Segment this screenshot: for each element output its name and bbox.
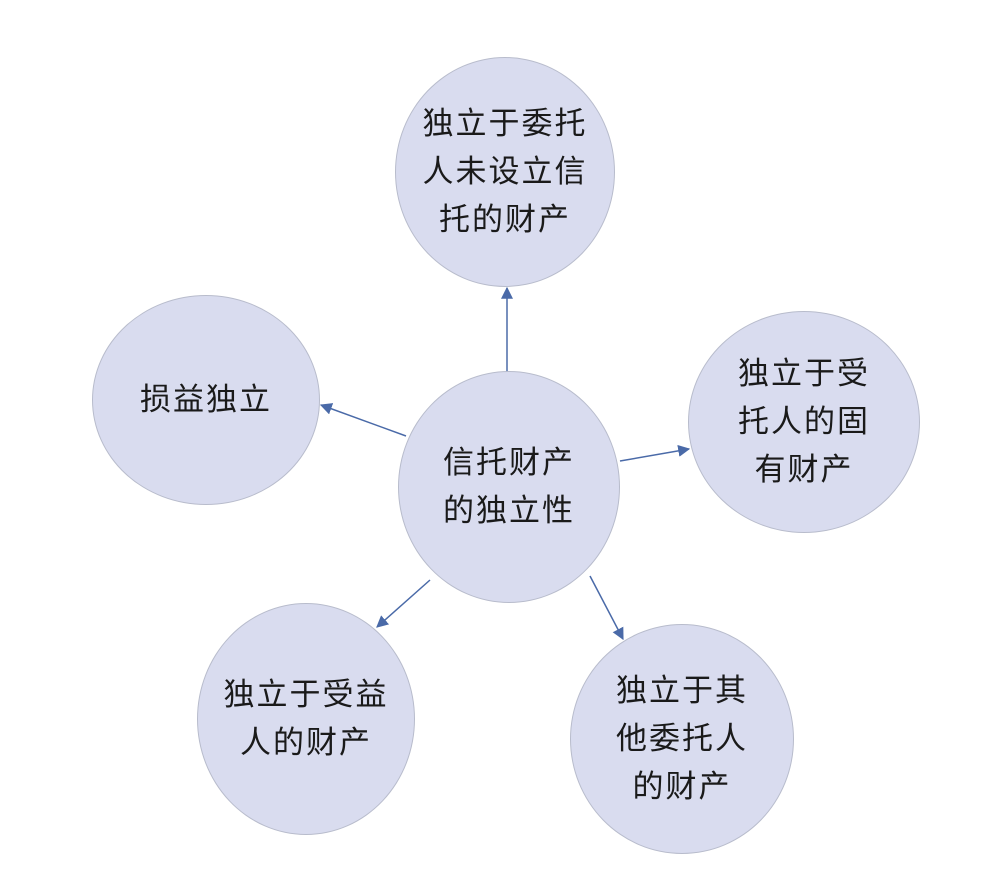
node-top: 独立于委托 人未设立信 托的财产	[395, 57, 615, 287]
center-node-label: 信托财产 的独立性	[443, 445, 575, 529]
node-left: 损益独立	[92, 295, 320, 505]
node-bottom-left: 独立于受益 人的财产	[197, 603, 415, 835]
node-right-label: 独立于受 托人的固 有财产	[738, 356, 870, 488]
node-right: 独立于受 托人的固 有财产	[688, 311, 920, 533]
arrow-to-left-node	[319, 403, 407, 437]
center-node: 信托财产 的独立性	[398, 371, 620, 603]
arrow-to-right-node	[619, 444, 691, 462]
node-left-label: 损益独立	[140, 382, 272, 418]
arrow-to-bottom-left-node	[376, 579, 431, 628]
node-top-label: 独立于委托 人未设立信 托的财产	[422, 106, 588, 238]
node-bottom-right: 独立于其 他委托人 的财产	[570, 624, 794, 854]
arrow-to-bottom-right-node	[589, 575, 624, 641]
node-bottom-right-label: 独立于其 他委托人 的财产	[616, 673, 748, 805]
node-bottom-left-label: 独立于受益 人的财产	[223, 677, 389, 761]
